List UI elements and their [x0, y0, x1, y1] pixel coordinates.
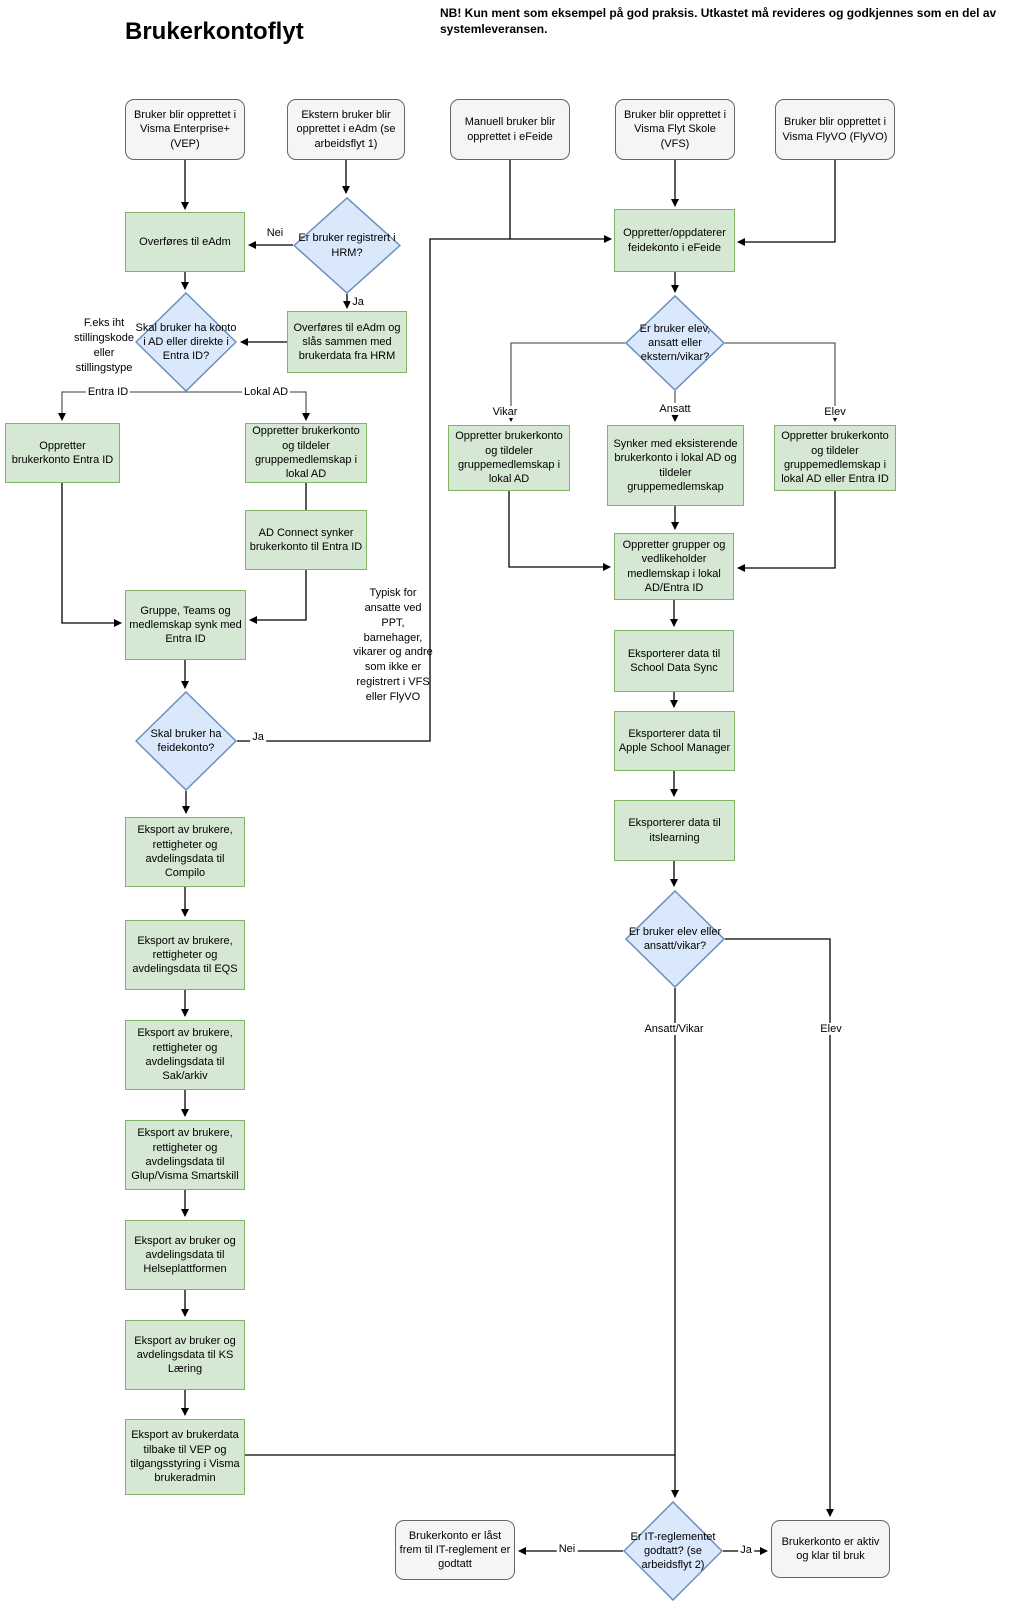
- diamond-shape: [625, 890, 725, 988]
- node-label: Overføres til eAdm og slås sammen med br…: [293, 321, 401, 363]
- edge-group: [58, 160, 839, 1555]
- edge-label-entra-id: Entra ID: [85, 385, 131, 399]
- edge-label-ansatt-vikar: Ansatt/Vikar: [642, 1022, 706, 1036]
- node-label: Er bruker elev eller ansatt/vikar?: [628, 925, 722, 952]
- diamond-shape: [623, 1501, 723, 1601]
- node-label: Eksporterer data til itslearning: [628, 817, 721, 844]
- node-label: Eksport av brukerdata tilbake til VEP og…: [130, 1429, 240, 1485]
- node-eksport-ks-laering: Eksport av bruker og avdelingsdata til K…: [125, 1320, 245, 1390]
- node-eksport-apple-school-manager: Eksporterer data til Apple School Manage…: [614, 711, 735, 771]
- edge-label-nei: Nei: [556, 1542, 578, 1556]
- node-label: Oppretter brukerkonto og tildeler gruppe…: [455, 430, 563, 486]
- diamond-shape: [293, 197, 401, 294]
- node-manuell-efeide: Manuell bruker blir opprettet i eFeide: [450, 99, 570, 160]
- node-synker-eksisterende: Synker med eksisterende brukerkonto i lo…: [607, 425, 744, 506]
- node-label: Oppretter brukerkonto Entra ID: [11, 439, 114, 466]
- node-overfores-eadm-hrm: Overføres til eAdm og slås sammen med br…: [287, 311, 407, 373]
- node-ad-connect-synker: AD Connect synker brukerkonto til Entra …: [245, 510, 367, 570]
- node-label: Bruker blir opprettet i Visma Enterprise…: [133, 109, 237, 150]
- node-label: Oppretter brukerkonto og tildeler gruppe…: [781, 430, 889, 486]
- edge-label-ja: Ja: [250, 730, 266, 744]
- node-oppretter-brukerkonto-entra-id: Oppretter brukerkonto Entra ID: [5, 423, 120, 483]
- node-vikar-brukerkonto-lokal-ad: Oppretter brukerkonto og tildeler gruppe…: [448, 425, 570, 491]
- node-vfs: Bruker blir opprettet i Visma Flyt Skole…: [615, 99, 735, 160]
- edge-label-elev: Elev: [822, 405, 848, 419]
- decision-skal-bruker-konto-ad: Skal bruker ha konto i AD eller direkte …: [135, 292, 237, 392]
- node-label: Skal bruker ha feidekonto?: [150, 727, 222, 754]
- node-eksport-helseplattformen: Eksport av bruker og avdelingsdata til H…: [125, 1220, 245, 1290]
- decision-er-bruker-registrert-hrm: Er bruker registrert i HRM?: [293, 197, 401, 294]
- node-label: Eksport av brukere, rettigheter og avdel…: [137, 824, 233, 880]
- node-label: Eksporterer data til School Data Sync: [627, 647, 721, 674]
- node-label: Eksport av brukere, rettigheter og avdel…: [131, 1127, 239, 1183]
- diamond-shape: [625, 295, 725, 391]
- decision-it-reglement-godtatt: Er IT-reglementet godtatt? (se arbeidsfl…: [623, 1501, 723, 1601]
- node-overfores-eadm: Overføres til eAdm: [125, 212, 245, 272]
- node-label: AD Connect synker brukerkonto til Entra …: [249, 526, 363, 553]
- decision-er-bruker-elev-ansatt: Er bruker elev eller ansatt/vikar?: [625, 890, 725, 988]
- edge-label-ja: Ja: [350, 295, 366, 309]
- node-label: Eksport av bruker og avdelingsdata til H…: [134, 1234, 236, 1276]
- node-label: Eksport av bruker og avdelingsdata til K…: [134, 1334, 236, 1376]
- node-oppretter-oppdaterer-feidekonto: Oppretter/oppdaterer feidekonto i eFeide: [614, 209, 735, 272]
- node-brukerkonto-laast: Brukerkonto er låst frem til IT-reglemen…: [395, 1520, 515, 1580]
- node-label: Synker med eksisterende brukerkonto i lo…: [613, 437, 738, 493]
- node-eksport-sak-arkiv: Eksport av brukere, rettigheter og avdel…: [125, 1020, 245, 1090]
- node-label: Ekstern bruker blir opprettet i eAdm (se…: [296, 109, 396, 150]
- node-label: Bruker blir opprettet i Visma Flyt Skole…: [623, 109, 727, 150]
- edge-label-ansatt: Ansatt: [657, 402, 693, 416]
- edge-label-vikar: Vikar: [490, 405, 520, 419]
- node-label: Gruppe, Teams og medlemskap synk med Ent…: [129, 604, 242, 646]
- node-flyvo: Bruker blir opprettet i Visma FlyVO (Fly…: [775, 99, 895, 160]
- diamond-shape: [135, 292, 237, 392]
- node-label: Skal bruker ha konto i AD eller direkte …: [135, 321, 237, 363]
- node-vep: Bruker blir opprettet i Visma Enterprise…: [125, 99, 245, 160]
- node-label: Oppretter/oppdaterer feidekonto i eFeide: [623, 227, 726, 254]
- node-eksport-eqs: Eksport av brukere, rettigheter og avdel…: [125, 920, 245, 990]
- node-label: Oppretter brukerkonto og tildeler gruppe…: [252, 425, 360, 481]
- disclaimer-note: NB! Kun ment som eksempel på god praksis…: [440, 6, 997, 36]
- node-eksport-vep-tilbake: Eksport av brukerdata tilbake til VEP og…: [125, 1419, 245, 1495]
- edge-label-lokal-ad: Lokal AD: [241, 385, 291, 399]
- annotation-stillingskode: F.eks iht stillingskode eller stillingst…: [74, 317, 134, 374]
- node-label: Er bruker elev, ansatt eller ekstern/vik…: [639, 322, 711, 364]
- node-label: Eksport av brukere, rettigheter og avdel…: [132, 934, 238, 976]
- node-brukerkonto-aktiv: Brukerkonto er aktiv og klar til bruk: [771, 1520, 890, 1578]
- node-eksport-glup-smartskill: Eksport av brukere, rettigheter og avdel…: [125, 1120, 245, 1190]
- page-title: Brukerkontoflyt: [125, 18, 304, 45]
- node-label: Oppretter grupper og vedlikeholder medle…: [622, 538, 726, 594]
- node-label: Manuell bruker blir opprettet i eFeide: [464, 116, 556, 143]
- node-label: Overføres til eAdm: [139, 235, 231, 248]
- annotation-typisk-for: Typisk for ansatte ved PPT, barnehager, …: [353, 587, 433, 703]
- node-eksport-compilo: Eksport av brukere, rettigheter og avdel…: [125, 817, 245, 887]
- node-label: Er IT-reglementet godtatt? (se arbeidsfl…: [630, 1530, 716, 1572]
- node-label: Eksporterer data til Apple School Manage…: [618, 727, 731, 754]
- edge-label-elev: Elev: [818, 1022, 844, 1036]
- node-oppretter-brukerkonto-lokal-ad: Oppretter brukerkonto og tildeler gruppe…: [245, 423, 367, 483]
- node-label: Bruker blir opprettet i Visma FlyVO (Fly…: [782, 116, 888, 143]
- node-gruppe-teams-synk: Gruppe, Teams og medlemskap synk med Ent…: [125, 590, 246, 660]
- node-oppretter-grupper: Oppretter grupper og vedlikeholder medle…: [614, 533, 734, 600]
- edge-label-nei: Nei: [264, 226, 286, 240]
- decision-er-bruker-elev-ansatt-ekstern: Er bruker elev, ansatt eller ekstern/vik…: [625, 295, 725, 391]
- node-eksport-itslearning: Eksporterer data til itslearning: [614, 800, 735, 861]
- node-label: Brukerkonto er låst frem til IT-reglemen…: [399, 1529, 511, 1571]
- diamond-shape: [135, 691, 237, 791]
- node-eksport-school-data-sync: Eksporterer data til School Data Sync: [614, 630, 734, 692]
- node-label: Brukerkonto er aktiv og klar til bruk: [781, 1535, 880, 1562]
- node-label: Er bruker registrert i HRM?: [298, 232, 396, 259]
- edge-label-ja: Ja: [738, 1543, 754, 1557]
- node-ekstern-eadm: Ekstern bruker blir opprettet i eAdm (se…: [287, 99, 405, 160]
- node-elev-brukerkonto: Oppretter brukerkonto og tildeler gruppe…: [774, 425, 896, 491]
- node-label: Eksport av brukere, rettigheter og avdel…: [137, 1027, 233, 1083]
- decision-skal-bruker-feidekonto: Skal bruker ha feidekonto?: [135, 691, 237, 791]
